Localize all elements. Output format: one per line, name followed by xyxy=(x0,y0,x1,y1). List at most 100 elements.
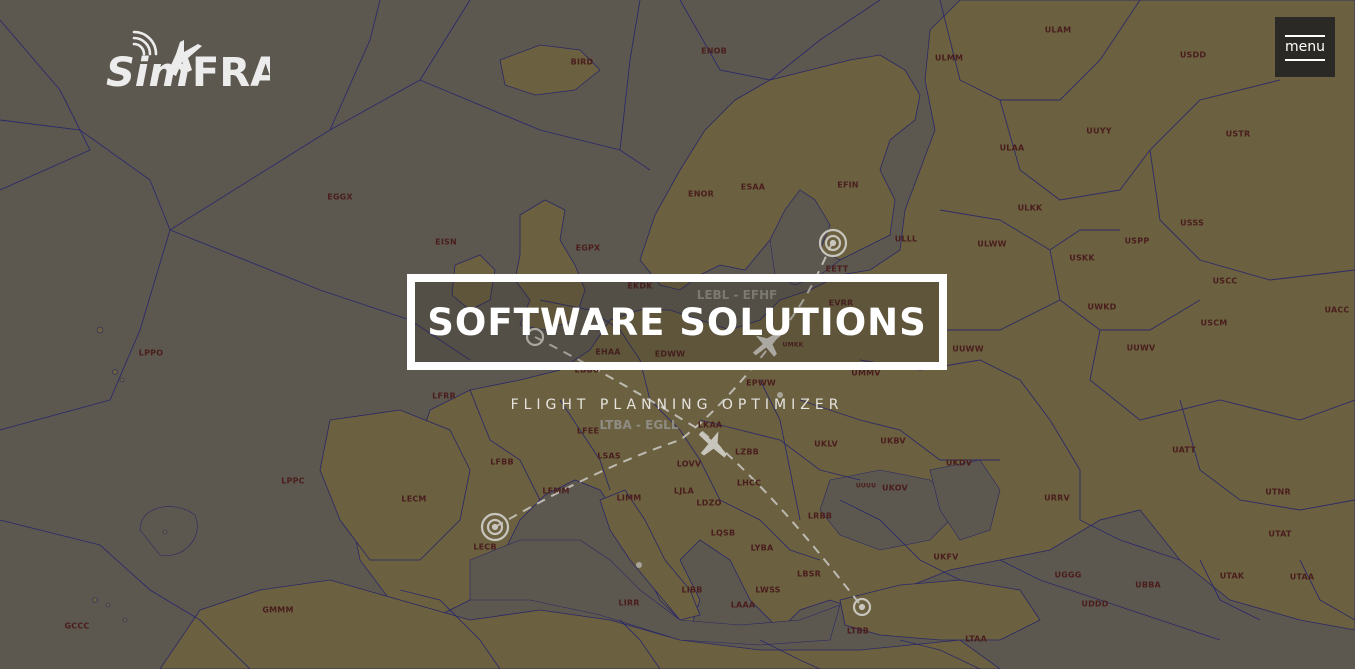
map-label: UATT xyxy=(1172,445,1196,455)
map-label: UGGG xyxy=(1054,570,1082,580)
map-label: UACC xyxy=(1324,305,1350,315)
menu-label: menu xyxy=(1285,39,1325,55)
map-label: UMKK xyxy=(782,341,804,349)
iceland-land xyxy=(499,44,601,96)
ireland-land xyxy=(451,254,496,311)
map-label: UWKD xyxy=(1087,302,1117,312)
map-label: ULAM xyxy=(1044,25,1072,35)
logo[interactable]: Sim FRA xyxy=(106,30,281,96)
map-label: EETT xyxy=(825,264,849,274)
map-label: LYBA xyxy=(750,543,774,553)
map-label: EVRR xyxy=(828,298,854,308)
map-label: UMMV xyxy=(851,368,881,378)
menu-bar-top xyxy=(1285,35,1325,37)
airport-marker-lecb xyxy=(480,512,510,542)
map-label: UBBA xyxy=(1135,580,1161,590)
map-label: UTAT xyxy=(1268,529,1292,539)
map-label: EGPX xyxy=(575,243,601,253)
map-label: LIMM xyxy=(616,493,642,503)
baltic-sea xyxy=(769,189,841,286)
map-label: LOVV xyxy=(676,459,702,469)
map-label: EHAA xyxy=(595,347,621,357)
map-label: LQSB xyxy=(710,528,736,538)
airport-marker-efhf xyxy=(818,228,848,258)
map-label: GCCC xyxy=(64,621,90,631)
map-label: USDD xyxy=(1179,50,1207,60)
map-label: ULWW xyxy=(977,239,1007,249)
airport-marker-egll xyxy=(525,327,545,347)
map-label: LFBB xyxy=(490,457,514,467)
map-label: LPPC xyxy=(281,476,305,486)
map-label: EISN xyxy=(435,237,457,247)
map-label: EPWW xyxy=(746,378,776,388)
map-label: LDZO xyxy=(696,498,722,508)
map-label: LPPO xyxy=(138,348,164,358)
logo-text-b: FRA xyxy=(192,50,270,92)
map-label: UUWW xyxy=(952,344,984,354)
map-label: LIBB xyxy=(681,585,703,595)
map-label: LFRR xyxy=(432,391,456,401)
map-label: LECM xyxy=(401,494,427,504)
map-label: LFMM xyxy=(542,486,570,496)
map-label: UUWV xyxy=(1126,343,1156,353)
hero-title: SOFTWARE SOLUTIONS xyxy=(427,300,927,344)
map-label: USKK xyxy=(1069,253,1095,263)
north-africa-land xyxy=(159,579,1001,669)
map-label: USCM xyxy=(1200,318,1228,328)
map-label: UTAA xyxy=(1289,572,1315,582)
map-label: URRV xyxy=(1044,493,1070,503)
map-label: ESAA xyxy=(740,182,766,192)
map-label: UKFV xyxy=(933,552,959,562)
map-label: UDDD xyxy=(1081,599,1109,609)
map-label: ENOR xyxy=(688,189,714,199)
hero-subtitle: FLIGHT PLANNING OPTIMIZER xyxy=(510,397,844,413)
map-label: UKOV xyxy=(882,483,908,493)
map-label: LZBB xyxy=(735,447,759,457)
map-label: UUYY xyxy=(1086,126,1112,136)
iberia-land xyxy=(319,409,471,561)
map-label: USCC xyxy=(1212,276,1238,286)
plane-icon xyxy=(698,431,727,458)
map-label: UKBV xyxy=(880,436,906,446)
map-label: EDWW xyxy=(654,349,686,359)
map-label: LBSR xyxy=(797,569,821,579)
italy-land xyxy=(599,489,701,621)
map-label: EKDK xyxy=(627,281,653,291)
logo-mark: Sim FRA xyxy=(106,30,281,96)
map-label: LWSS xyxy=(755,585,781,595)
map-label: UTNR xyxy=(1265,487,1291,497)
airport-marker-ltba xyxy=(852,597,872,617)
map-label: USSS xyxy=(1180,218,1204,228)
map-label: ULLL xyxy=(894,234,918,244)
map-label: ULMM xyxy=(934,53,964,63)
menu-button[interactable]: menu xyxy=(1275,17,1335,77)
map-label: LTAA xyxy=(965,634,987,644)
map-label: USPP xyxy=(1124,236,1150,246)
map-label: EGGX xyxy=(327,192,353,202)
black-sea xyxy=(819,469,961,551)
route-label: LEBL - EFHF xyxy=(696,288,778,302)
mediterranean-sea xyxy=(469,539,841,646)
map-label: LIRR xyxy=(618,598,640,608)
menu-bar-bottom xyxy=(1285,59,1325,61)
map-label: UUUU xyxy=(855,482,877,490)
map-label: UKDV xyxy=(945,458,973,468)
map-label: LAAA xyxy=(730,600,756,610)
map-label: LKAA xyxy=(697,420,723,430)
map-label: EFIN xyxy=(837,180,859,190)
hero-title-box: SOFTWARE SOLUTIONS xyxy=(407,274,947,370)
map-label: UTAK xyxy=(1219,571,1245,581)
map-label: EBBU xyxy=(574,365,600,375)
map-label: ULAA xyxy=(999,143,1025,153)
map-label: BIRD xyxy=(570,57,594,67)
map-label: LSAS xyxy=(597,451,621,461)
map-label: LHCC xyxy=(736,478,762,488)
map-label: LJLA xyxy=(673,486,695,496)
route-label: LTBA - EGLL xyxy=(599,418,679,432)
logo-plane-icon xyxy=(168,40,202,76)
logo-signal-icon xyxy=(132,30,158,56)
map-label: UKLV xyxy=(814,439,838,449)
map-label: LRBB xyxy=(807,511,833,521)
